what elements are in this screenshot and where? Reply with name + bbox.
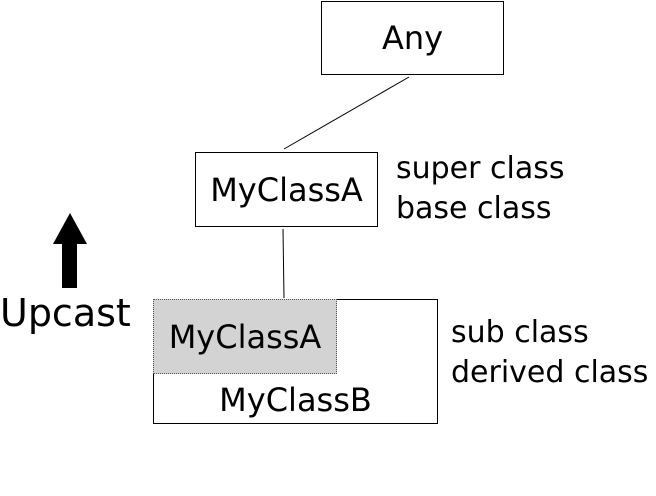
base-role-labels: super class base class xyxy=(396,149,565,229)
embedded-myclassa-label: MyClassA xyxy=(168,317,322,356)
node-myclassa: MyClassA xyxy=(195,152,378,227)
node-myclassb-label: MyClassB xyxy=(219,381,372,419)
edge-myclassa-to-myclassb xyxy=(282,228,285,299)
node-myclassa-label: MyClassA xyxy=(210,170,363,209)
sub-class-label: sub class xyxy=(451,315,589,350)
upcast-label: Upcast xyxy=(0,291,131,335)
super-class-label: super class xyxy=(396,151,565,186)
derived-class-label: derived class xyxy=(451,355,649,390)
node-any-label: Any xyxy=(381,19,444,57)
embedded-myclassa: MyClassA xyxy=(153,299,337,374)
arrow-up-icon xyxy=(53,213,87,288)
derived-role-labels: sub class derived class xyxy=(451,313,648,393)
node-any: Any xyxy=(321,1,504,75)
edge-any-to-myclassa xyxy=(283,76,410,150)
base-class-label: base class xyxy=(396,191,552,226)
